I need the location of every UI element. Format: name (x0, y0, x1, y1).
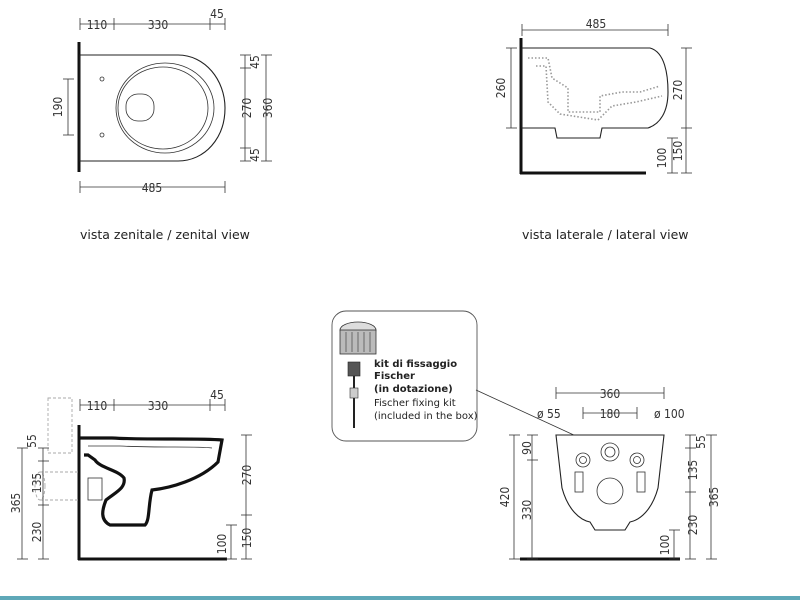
zenital-bottom-dim: 485 (142, 181, 163, 195)
rear-right-dia: ø 100 (654, 407, 685, 421)
lateral-right-dim-2: 150 (671, 141, 685, 162)
section-right-dim-1: 270 (240, 465, 254, 486)
zenital-right-dim-3: 45 (248, 148, 262, 162)
bowl-side-outline (521, 47, 669, 139)
fixing-kit-callout: kit di fissaggio Fischer (in dotazione) … (331, 310, 603, 449)
bowl-section-outline (80, 436, 224, 527)
outlet-hole (596, 477, 624, 505)
zenital-caption: vista zenitale / zenital view (80, 227, 250, 242)
section-top-dim-1: 110 (87, 399, 108, 413)
zenital-right-dim-2: 270 (240, 98, 254, 119)
section-right-dim-2: 150 (240, 528, 254, 549)
section-left-dim-2: 135 (30, 473, 44, 494)
bowl-rim (115, 62, 215, 154)
section-top-dim-3: 45 (210, 388, 224, 402)
rear-left-dim-3: 330 (520, 500, 534, 521)
kit-label-it-1: kit di fissaggio (374, 359, 457, 370)
lateral-left-dim: 260 (494, 78, 508, 99)
rear-right-total: 365 (707, 487, 721, 508)
fixing-hole-left (575, 452, 591, 468)
lateral-view: 485 260 270 150 100 vista laterale / lat… (494, 17, 692, 242)
zenital-top-dim-1: 110 (87, 18, 108, 32)
flush-pipe (47, 397, 73, 454)
internal-trap-line (528, 57, 661, 113)
zenital-top-dim-2: 330 (148, 18, 169, 32)
lateral-right-dim-1: 270 (671, 80, 685, 101)
fixing-bracket-icon (339, 321, 377, 428)
drain-pipe (40, 471, 80, 501)
rear-left-dia: ø 55 (537, 407, 561, 421)
inlet-hole (600, 442, 620, 462)
rear-low-dim: 100 (658, 535, 672, 556)
slot-left (574, 471, 584, 493)
zenital-left-dim: 190 (51, 97, 65, 118)
rear-right-dim-1: 55 (694, 435, 708, 449)
rear-right-dim-3: 230 (686, 515, 700, 536)
fixing-hole-bottom (99, 132, 105, 138)
rear-top-dim: 360 (600, 387, 621, 401)
kit-label-en-2: (included in the box) (374, 411, 478, 422)
slot-right (636, 471, 646, 493)
kit-label-en-1: Fischer fixing kit (374, 398, 456, 409)
bowl-outline (79, 54, 226, 162)
rear-view: 360 180 ø 55 ø 100 420 90 330 55 135 230… (498, 387, 721, 561)
lateral-top-dim: 485 (586, 17, 607, 31)
rear-mid-dim: 180 (600, 407, 621, 421)
rear-left-dim-1: 420 (498, 487, 512, 508)
footer-accent-line (0, 596, 800, 600)
bowl-rim-line (88, 445, 213, 449)
section-right-low: 100 (215, 534, 229, 555)
lateral-right-low: 100 (655, 148, 669, 169)
bowl-rear-outline (555, 434, 665, 531)
section-view: 110 330 45 55 135 230 365 270 150 100 (9, 388, 254, 561)
lateral-caption: vista laterale / lateral view (522, 227, 689, 242)
kit-label-it-3: (in dotazione) (374, 384, 453, 395)
zenital-right-total: 360 (261, 98, 275, 119)
outlet-detail (87, 477, 103, 501)
bowl-inner-rim (117, 66, 209, 150)
section-left-dim-3: 230 (30, 522, 44, 543)
drain-hole (125, 93, 155, 122)
zenital-top-dim-3: 45 (210, 7, 224, 21)
section-top-dim-2: 330 (148, 399, 169, 413)
zenital-right-dim-1: 45 (248, 55, 262, 69)
rear-right-dim-2: 135 (686, 460, 700, 481)
rear-left-dim-2: 90 (520, 441, 534, 455)
section-left-dim-1: 55 (25, 434, 39, 448)
kit-label-it-2: Fischer (374, 371, 415, 382)
fixing-hole-top (99, 76, 105, 82)
section-left-total: 365 (9, 493, 23, 514)
fixing-hole-right (629, 452, 645, 468)
zenital-view: 110 330 45 190 45 270 45 360 485 vista z… (51, 7, 275, 242)
